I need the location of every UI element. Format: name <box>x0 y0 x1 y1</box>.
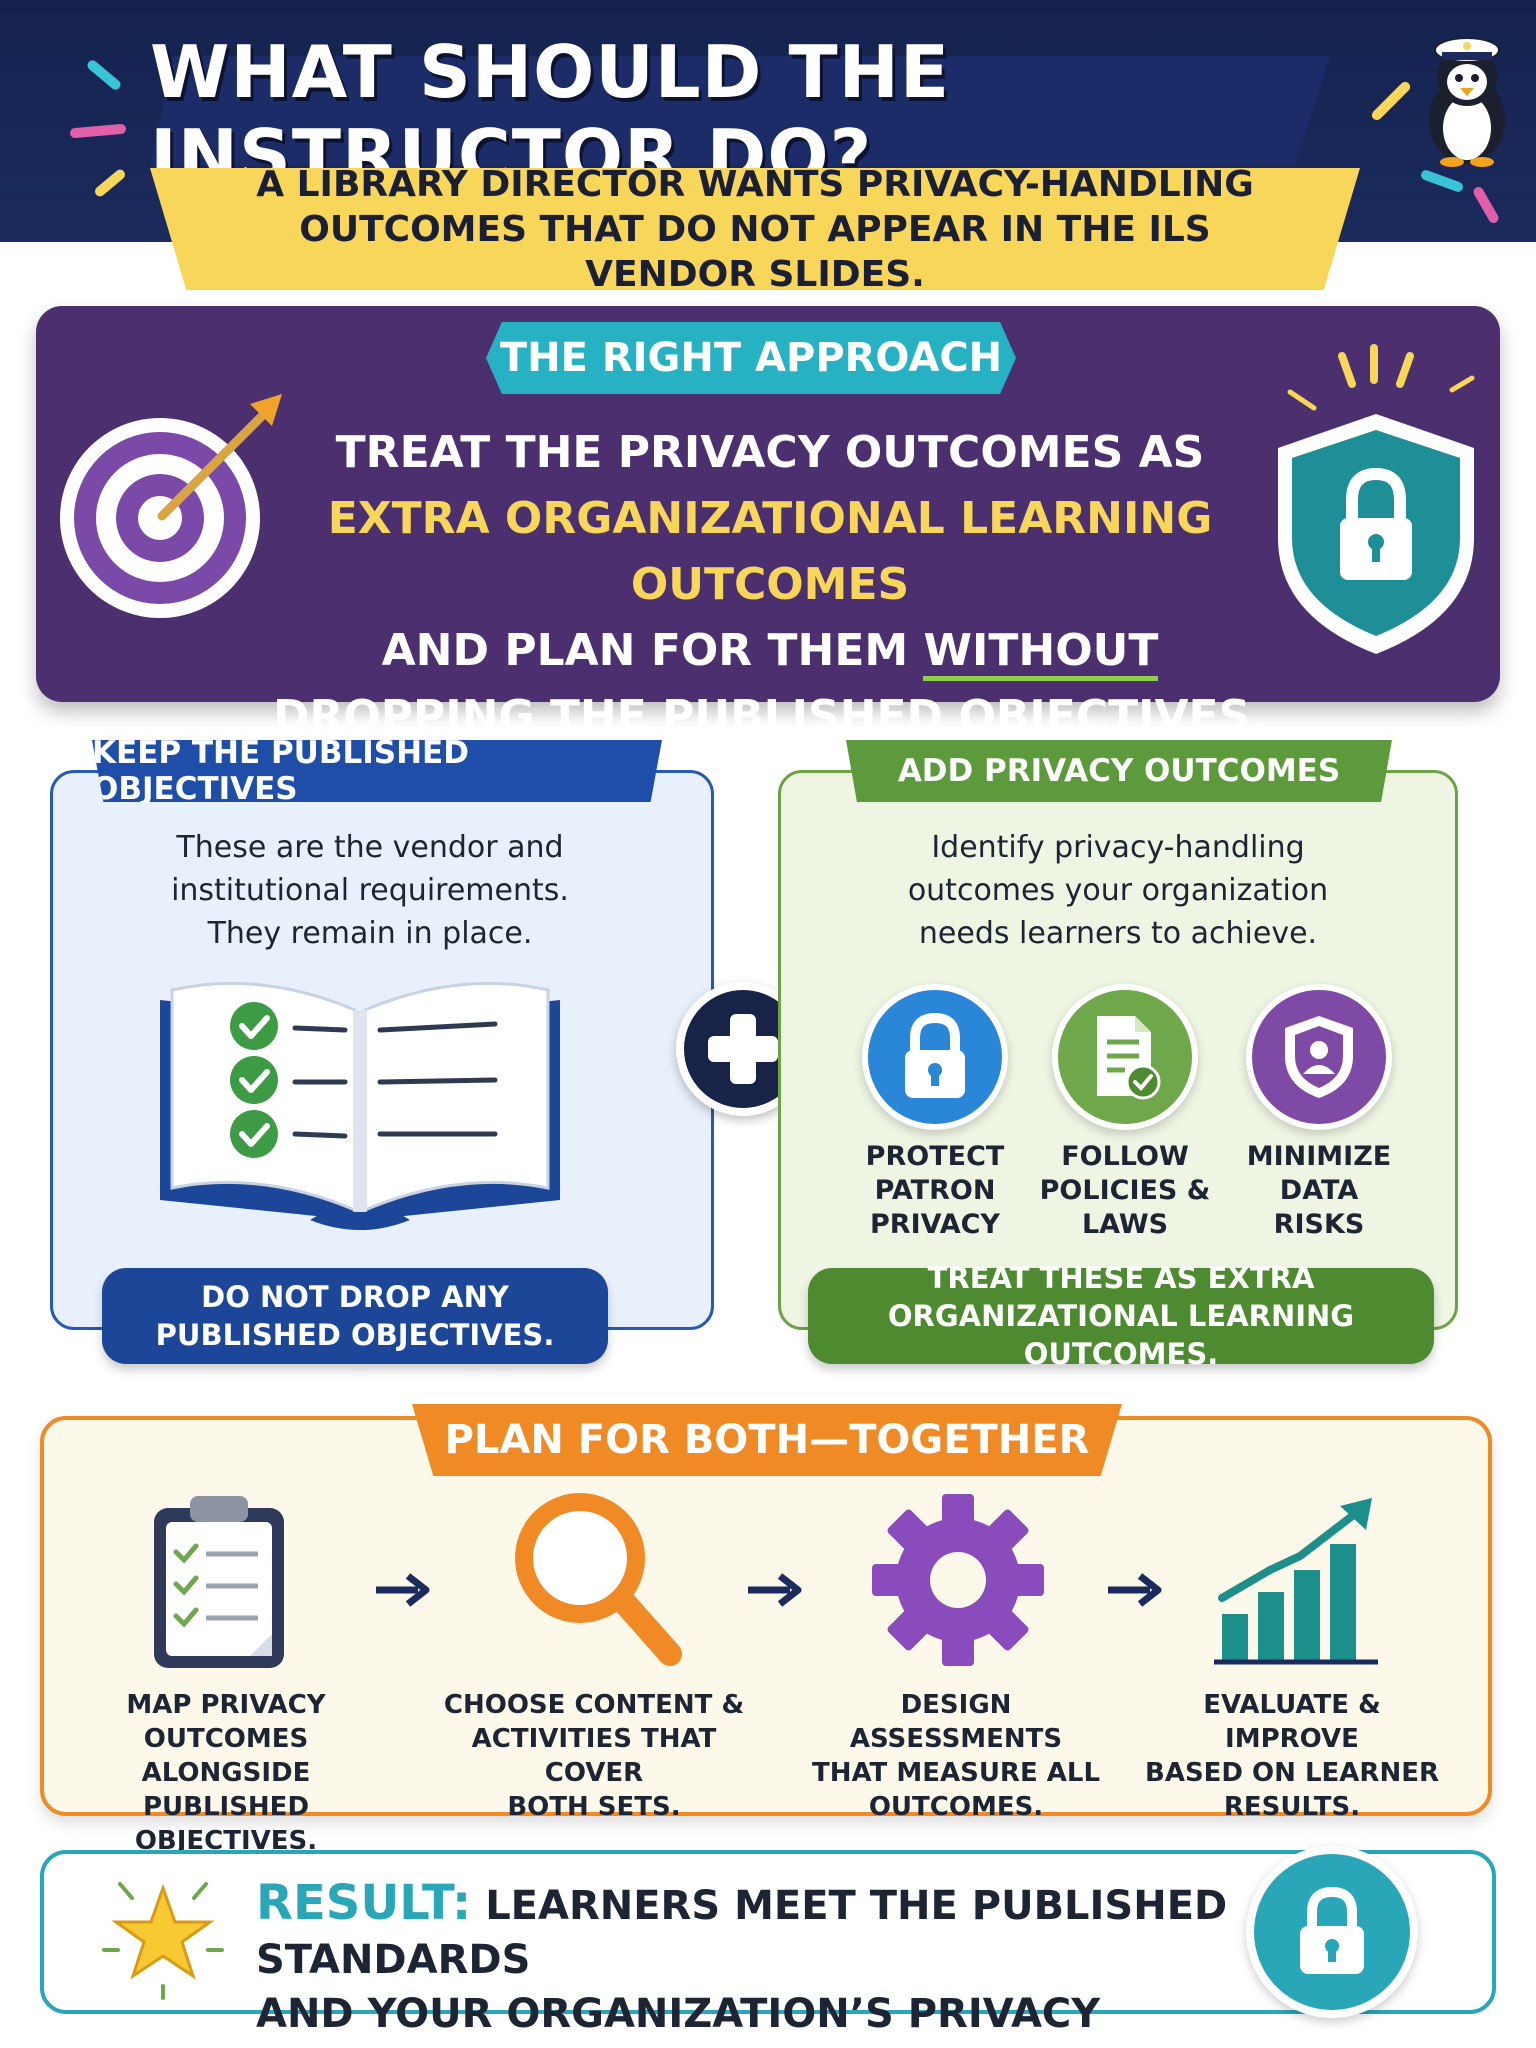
lock-icon <box>1300 1886 1364 1974</box>
plan-step-2-line-3: BOTH SETS. <box>507 1792 681 1822</box>
target-arrow-icon <box>60 394 282 618</box>
outcome-minimize-label: MINIMIZE DATA RISKS <box>1219 1140 1419 1242</box>
plan-step-2-line-2: ACTIVITIES THAT COVER <box>471 1724 717 1788</box>
lock-icon <box>905 1012 965 1098</box>
add-desc-line-1: Identify privacy-handling <box>931 830 1305 865</box>
plan-step-4-label: EVALUATE & IMPROVE BASED ON LEARNER RESU… <box>1132 1688 1452 1824</box>
outcome-protect-line-2: PATRON <box>874 1175 996 1206</box>
outcome-protect-line-3: PRIVACY <box>870 1209 1000 1240</box>
keep-objectives-description: These are the vendor and institutional r… <box>90 826 650 955</box>
plus-icon-bar <box>730 1014 756 1084</box>
add-footer-line-2: ORGANIZATIONAL LEARNING OUTCOMES. <box>887 1299 1355 1371</box>
plan-step-2-label: CHOOSE CONTENT & ACTIVITIES THAT COVER B… <box>434 1688 754 1824</box>
plan-step-3-line-3: OUTCOMES. <box>868 1792 1044 1822</box>
outcome-protect-label: PROTECT PATRON PRIVACY <box>835 1140 1035 1242</box>
outcome-follow-line-3: LAWS <box>1081 1209 1169 1240</box>
plan-step-3-label: DESIGN ASSESSMENTS THAT MEASURE ALL OUTC… <box>796 1688 1116 1824</box>
arrow-right-icon <box>1108 1573 1162 1607</box>
result-line-1: RESULT: LEARNERS MEET THE PUBLISHED STAN… <box>256 1876 1266 1987</box>
outcome-minimize-icon-circle <box>1246 984 1392 1130</box>
keep-objectives-label: KEEP THE PUBLISHED OBJECTIVES <box>92 740 662 802</box>
add-privacy-description: Identify privacy-handling outcomes your … <box>830 826 1406 955</box>
add-privacy-footer: TREAT THESE AS EXTRA ORGANIZATIONAL LEAR… <box>808 1261 1434 1371</box>
keep-footer-line-2: PUBLISHED OBJECTIVES. <box>155 1318 555 1352</box>
add-privacy-label: ADD PRIVACY OUTCOMES <box>846 740 1392 802</box>
growth-chart-icon <box>1214 1498 1378 1665</box>
keep-desc-line-2: institutional requirements. <box>171 873 569 908</box>
plan-step-1-line-2: ALONGSIDE PUBLISHED <box>141 1758 311 1822</box>
outcome-minimize-line-3: RISKS <box>1273 1209 1365 1240</box>
add-footer-line-1: TREAT THESE AS EXTRA <box>927 1261 1315 1295</box>
approach-line-4: DROPPING THE PUBLISHED OBJECTIVES. <box>272 691 1268 742</box>
plan-step-4-line-3: RESULTS. <box>1223 1792 1361 1822</box>
outcome-follow-icon-circle <box>1052 984 1198 1130</box>
plan-step-4-line-2: BASED ON LEARNER <box>1145 1758 1439 1788</box>
keep-desc-line-1: These are the vendor and <box>176 830 564 865</box>
title-ribbon <box>150 56 1330 166</box>
keep-desc-line-3: They remain in place. <box>207 916 533 951</box>
approach-line-3-text: AND PLAN FOR THEM <box>381 625 924 676</box>
penguin-mascot-icon <box>1429 37 1505 167</box>
page-title: WHAT SHOULD THE INSTRUCTOR DO? <box>150 30 951 198</box>
magnifier-icon <box>515 1493 682 1666</box>
add-desc-line-2: outcomes your organization <box>907 873 1329 908</box>
shield-lock-icon <box>1278 344 1475 654</box>
outcome-protect-line-1: PROTECT <box>865 1141 1005 1172</box>
outcome-follow-line-2: POLICIES & <box>1039 1175 1211 1206</box>
outcome-follow-line-1: FOLLOW <box>1061 1141 1189 1172</box>
approach-underlined-word: WITHOUT <box>923 625 1159 681</box>
open-book-checklist-icon <box>160 981 560 1230</box>
approach-line-3: AND PLAN FOR THEM WITHOUT <box>270 618 1270 684</box>
result-statement: RESULT: LEARNERS MEET THE PUBLISHED STAN… <box>256 1876 1266 2048</box>
right-approach-statement: TREAT THE PRIVACY OUTCOMES AS EXTRA ORGA… <box>270 420 1270 750</box>
result-line-2: AND YOUR ORGANIZATION’S PRIVACY EXPECTAT… <box>256 1991 1101 2048</box>
approach-line-1: TREAT THE PRIVACY OUTCOMES AS <box>335 427 1205 478</box>
outcome-follow-label: FOLLOW POLICIES & LAWS <box>1025 1140 1225 1242</box>
clipboard-checklist-icon <box>154 1496 284 1668</box>
user-shield-icon <box>1285 1016 1353 1098</box>
plan-step-4-line-1: EVALUATE & IMPROVE <box>1203 1690 1381 1754</box>
right-approach-label: THE RIGHT APPROACH <box>486 322 1016 394</box>
plan-step-3-line-1: DESIGN ASSESSMENTS <box>849 1690 1063 1754</box>
outcome-protect-icon-circle <box>862 984 1008 1130</box>
plan-step-2-line-1: CHOOSE CONTENT & <box>443 1690 745 1720</box>
outcome-minimize-line-2: DATA <box>1279 1175 1359 1206</box>
approach-line-highlight: EXTRA ORGANIZATIONAL LEARNING OUTCOMES <box>327 493 1213 610</box>
keep-objectives-footer: DO NOT DROP ANY PUBLISHED OBJECTIVES. <box>102 1268 608 1364</box>
page-subtitle: A LIBRARY DIRECTOR WANTS PRIVACY-HANDLIN… <box>190 164 1320 295</box>
arrow-right-icon <box>748 1573 802 1607</box>
result-keyword: RESULT: <box>256 1875 472 1931</box>
add-desc-line-3: needs learners to achieve. <box>918 916 1318 951</box>
keep-footer-line-1: DO NOT DROP ANY <box>201 1280 509 1314</box>
outcome-minimize-line-1: MINIMIZE <box>1246 1141 1392 1172</box>
plan-step-1-line-1: MAP PRIVACY OUTCOMES <box>126 1690 326 1754</box>
plan-step-1-label: MAP PRIVACY OUTCOMES ALONGSIDE PUBLISHED… <box>66 1688 386 1858</box>
subtitle-text: A LIBRARY DIRECTOR WANTS PRIVACY-HANDLIN… <box>256 163 1254 295</box>
plan-both-label: PLAN FOR BOTH—TOGETHER <box>412 1404 1122 1476</box>
subtitle-ribbon <box>150 168 1360 290</box>
result-line-1-text: LEARNERS MEET THE PUBLISHED STANDARDS <box>256 1883 1228 1983</box>
policy-document-icon <box>1097 1016 1161 1100</box>
gear-icon <box>872 1494 1044 1666</box>
star-icon <box>102 1882 224 2000</box>
arrow-right-icon <box>376 1573 430 1607</box>
plan-step-3-line-2: THAT MEASURE ALL <box>811 1758 1101 1788</box>
